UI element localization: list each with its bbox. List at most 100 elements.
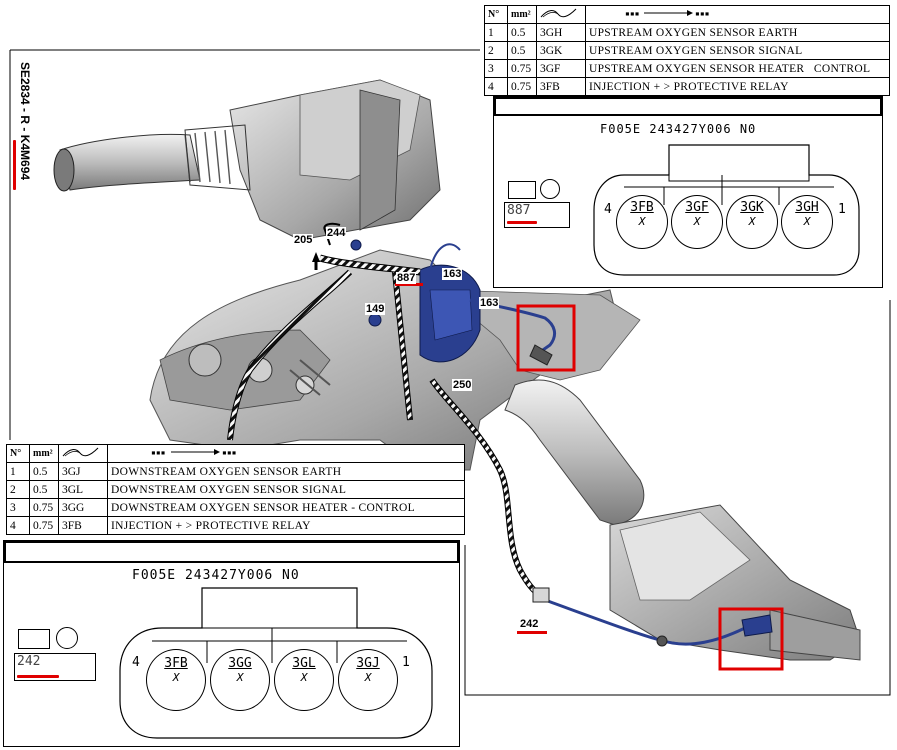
- table-header-row: N° mm² ▪▪▪▪▪▪: [484, 5, 890, 24]
- component-887-box-underline: [507, 221, 537, 224]
- table-row: 2 0.5 3GK UPSTREAM OXYGEN SENSOR SIGNAL: [484, 41, 890, 60]
- pin-mark: X: [172, 671, 180, 684]
- svg-text:▪▪▪: ▪▪▪: [222, 448, 236, 457]
- downstream-pin-table: N° mm² ▪▪▪▪▪▪ 1 0.5 3GJ DOWNSTREAM OXYGE…: [6, 444, 465, 535]
- pin-code: 3FB: [630, 200, 654, 215]
- component-887-underline: [395, 283, 423, 286]
- cell-code: 3GF: [536, 59, 586, 78]
- connection-arrow-icon: ▪▪▪▪▪▪: [585, 5, 890, 24]
- exhaust-system: [504, 379, 861, 661]
- table-row: 2 0.5 3GL DOWNSTREAM OXYGEN SENSOR SIGNA…: [6, 480, 465, 499]
- cell-code: 3GJ: [58, 462, 108, 481]
- upstream-pin-table: N° mm² ▪▪▪▪▪▪ 1 0.5 3GH UPSTREAM OXYGEN …: [484, 5, 890, 96]
- table-row: 3 0.75 3GG DOWNSTREAM OXYGEN SENSOR HEAT…: [6, 498, 465, 517]
- cell-description: DOWNSTREAM OXYGEN SENSOR HEATER - CONTRO…: [107, 498, 465, 517]
- header-number: N°: [484, 5, 508, 24]
- component-242-underline: [517, 631, 547, 634]
- upstream-connector-diagram: [593, 144, 860, 276]
- wire-symbol-icon: [536, 5, 586, 24]
- cell-description: INJECTION + > PROTECTIVE RELAY: [585, 77, 890, 96]
- pin-left-number: 4: [132, 655, 140, 670]
- pin-code: 3GG: [228, 656, 252, 671]
- pin-code: 3GJ: [356, 656, 380, 671]
- blue-sensor-unit: [350, 239, 481, 363]
- svg-text:▪▪▪: ▪▪▪: [625, 9, 639, 18]
- drawing-reference: SE2834 - R - K4M694: [18, 62, 32, 232]
- panel-title-bar: [4, 541, 459, 563]
- cylinder-head: [438, 289, 641, 381]
- cell-section: 0.75: [507, 77, 537, 96]
- cell-number: 3: [6, 498, 30, 517]
- pin-mark: X: [803, 215, 811, 228]
- upstream-part-reference: F005E 243427Y006 N0: [600, 122, 757, 136]
- cell-description: UPSTREAM OXYGEN SENSOR SIGNAL: [585, 41, 890, 60]
- drawing-reference-text: SE2834 - R - K4M694: [18, 62, 32, 181]
- downstream-connector-diagram: [119, 587, 433, 739]
- connector-view-circle: [540, 179, 560, 199]
- cell-number: 4: [484, 77, 508, 96]
- panel-title-bar: [494, 97, 882, 116]
- header-number: N°: [6, 444, 30, 463]
- pin-mark: X: [236, 671, 244, 684]
- table-row: 1 0.5 3GJ DOWNSTREAM OXYGEN SENSOR EARTH: [6, 462, 465, 481]
- pin-code: 3FB: [164, 656, 188, 671]
- cell-code: 3GH: [536, 23, 586, 42]
- connector-view-circle: [56, 627, 78, 649]
- callout-163-upper: 163: [442, 268, 463, 280]
- pin-code: 3GK: [740, 200, 764, 215]
- pin-right-number: 1: [402, 655, 410, 670]
- callout-250: 250: [452, 379, 473, 391]
- cell-code: 3GK: [536, 41, 586, 60]
- cell-section: 0.75: [507, 59, 537, 78]
- cell-number: 3: [484, 59, 508, 78]
- downstream-sensor-highlight: [718, 607, 784, 671]
- table-row: 4 0.75 3FB INJECTION + > PROTECTIVE RELA…: [484, 77, 890, 96]
- pin-mark: X: [364, 671, 372, 684]
- cell-description: UPSTREAM OXYGEN SENSOR HEATER CONTROL: [585, 59, 890, 78]
- callout-205: 205: [293, 234, 314, 246]
- cell-code: 3FB: [536, 77, 586, 96]
- lead-clip: [656, 635, 668, 647]
- upstream-sensor-highlight: [516, 304, 576, 372]
- cell-number: 4: [6, 516, 30, 535]
- pin-mark: X: [748, 215, 756, 228]
- pin-mark: X: [693, 215, 701, 228]
- cell-code: 3GG: [58, 498, 108, 517]
- downstream-sensor-body: [741, 614, 773, 637]
- pin-left-number: 4: [604, 202, 612, 217]
- illustration-frame: [9, 49, 891, 696]
- drawing-reference-underline: [13, 140, 16, 190]
- pin-mark: X: [300, 671, 308, 684]
- connector-view-box: [18, 629, 50, 649]
- component-242-box-underline: [17, 675, 59, 678]
- cell-section: 0.5: [29, 462, 59, 481]
- cell-section: 0.5: [507, 41, 537, 60]
- callout-244: 244: [326, 227, 347, 239]
- cell-description: DOWNSTREAM OXYGEN SENSOR EARTH: [107, 462, 465, 481]
- table-row: 1 0.5 3GH UPSTREAM OXYGEN SENSOR EARTH: [484, 23, 890, 42]
- cell-number: 1: [484, 23, 508, 42]
- upstream-sensor-body: [529, 344, 553, 366]
- header-section: mm²: [29, 444, 59, 463]
- table-row: 4 0.75 3FB INJECTION + > PROTECTIVE RELA…: [6, 516, 465, 535]
- cell-section: 0.75: [29, 498, 59, 517]
- downstream-component-number: 242: [17, 654, 41, 669]
- connector-view-box: [508, 181, 536, 199]
- callout-242: 242: [519, 618, 540, 630]
- cell-number: 2: [484, 41, 508, 60]
- callout-163-lower: 163: [479, 297, 500, 309]
- connection-arrow-icon: ▪▪▪▪▪▪: [107, 444, 465, 463]
- intake-manifold: [53, 79, 441, 241]
